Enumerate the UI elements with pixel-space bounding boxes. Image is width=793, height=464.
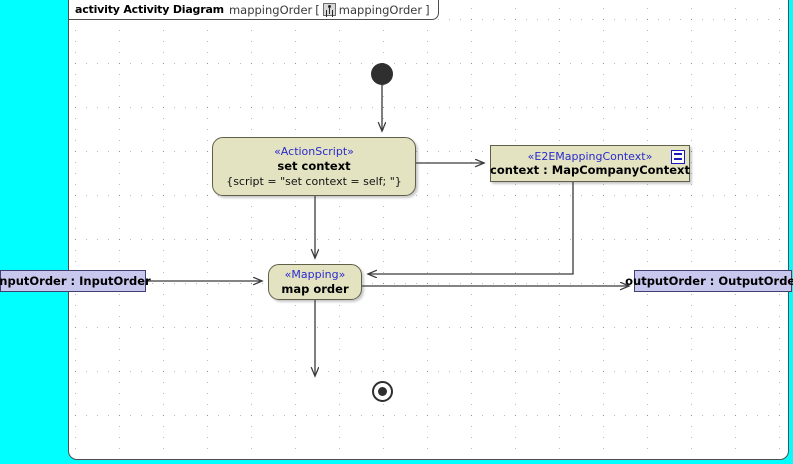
action-node-map-order[interactable]: «Mapping» map order xyxy=(268,264,362,300)
activity-diagram-icon xyxy=(322,3,336,16)
grid-background xyxy=(69,0,788,459)
initial-node[interactable] xyxy=(371,63,393,85)
frame-title-tab: activity Activity Diagram mappingOrder [… xyxy=(68,0,439,20)
activity-parameter-input-order[interactable]: inputOrder : InputOrder xyxy=(0,270,151,292)
activity-parameter-output-order[interactable]: outputOrder : OutputOrder xyxy=(625,270,793,292)
stereotype-label: «ActionScript» xyxy=(274,144,354,158)
node-name-label: map order xyxy=(281,281,349,296)
node-name-label: set context xyxy=(277,158,351,173)
frame-bracket-open: [ xyxy=(315,2,320,17)
object-node-context[interactable]: «E2EMappingContext» context : MapCompany… xyxy=(490,145,690,182)
final-node-inner-dot xyxy=(378,387,387,396)
activity-final-node[interactable] xyxy=(372,381,393,402)
object-node-icon xyxy=(671,150,685,164)
connector-layer xyxy=(147,85,789,460)
pin-label: inputOrder : InputOrder xyxy=(0,274,151,288)
node-script-label: {script = "set context = self; "} xyxy=(226,174,402,188)
node-name-label: context : MapCompanyContext xyxy=(490,162,690,177)
frame-bracket-close: ] xyxy=(425,2,430,17)
action-node-set-context[interactable]: «ActionScript» set context {script = "se… xyxy=(212,137,416,196)
activity-diagram-frame: «ActionScript» set context {script = "se… xyxy=(68,0,789,460)
frame-name-label: mappingOrder xyxy=(228,2,313,17)
pin-label: outputOrder : OutputOrder xyxy=(625,274,793,288)
stereotype-label: «E2EMappingContext» xyxy=(527,149,653,163)
stereotype-label: «Mapping» xyxy=(284,267,346,281)
frame-inner-name-label: mappingOrder xyxy=(338,2,423,17)
frame-keyword-label: activity Activity Diagram xyxy=(75,3,224,16)
